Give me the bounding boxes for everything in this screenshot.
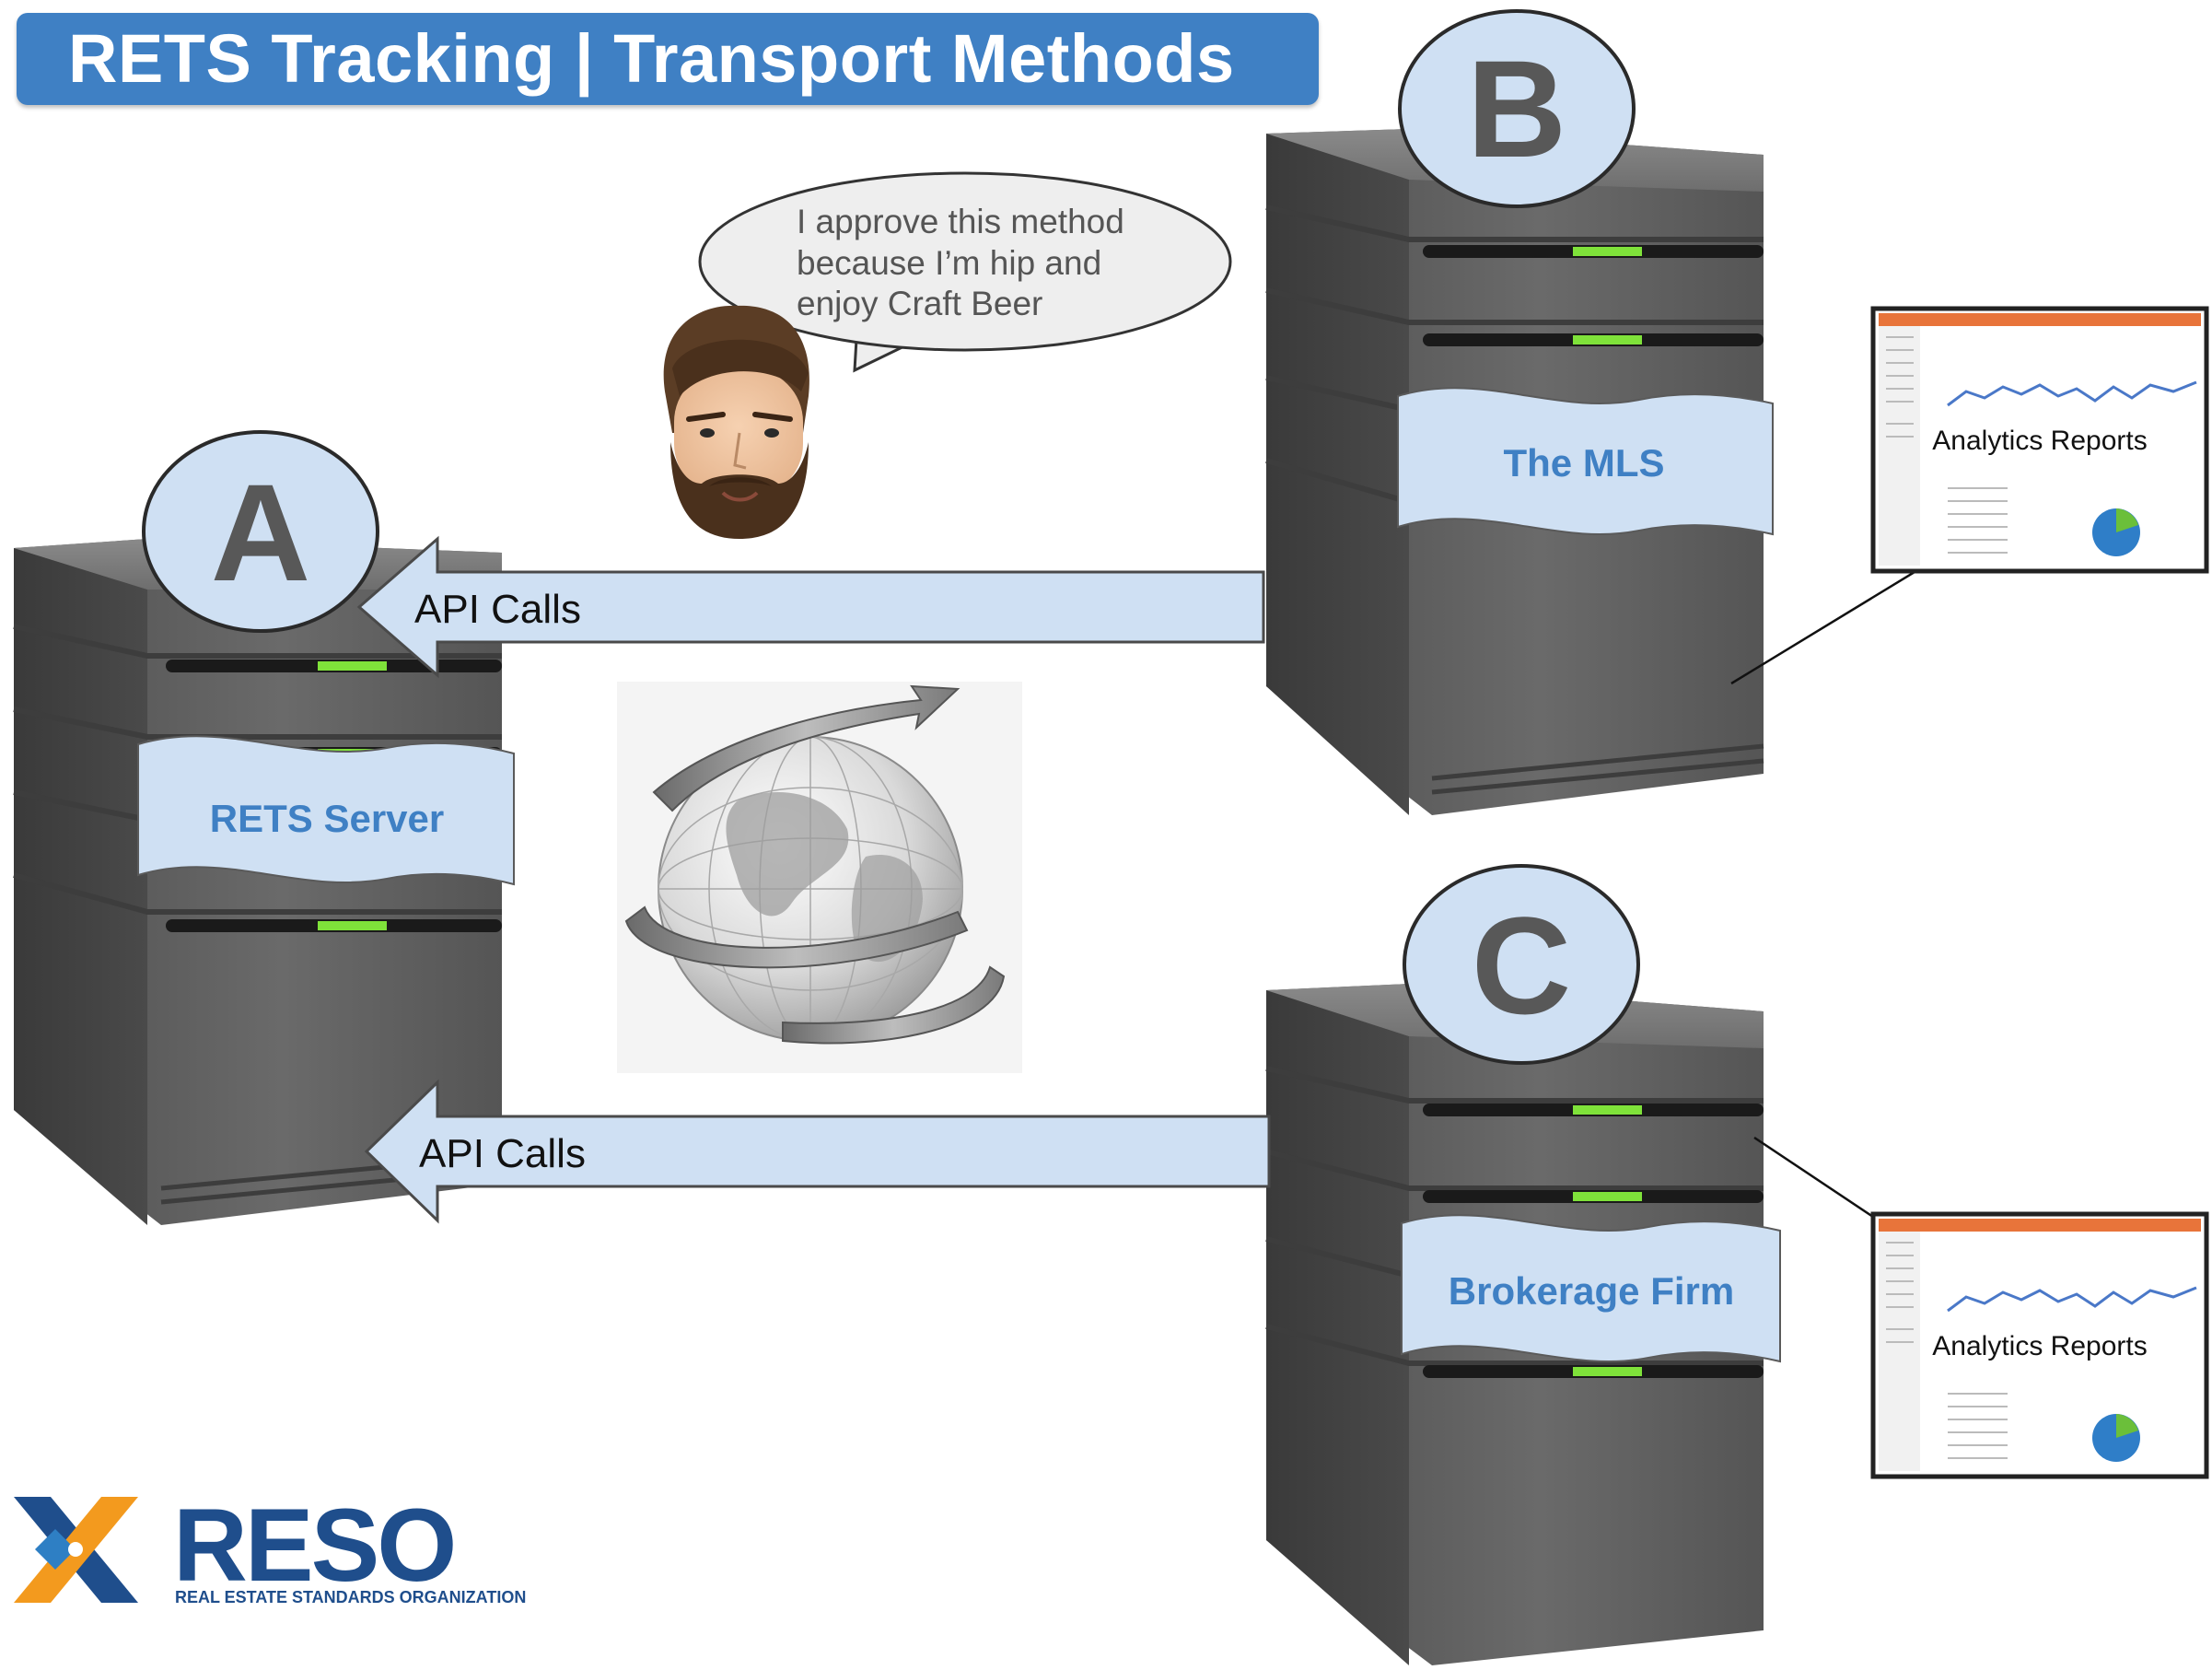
brokerage-firm-label: Brokerage Firm [1449,1269,1734,1313]
badge-b-letter: B [1467,31,1566,186]
speech-line-2: because I’m hip and [797,244,1101,282]
the-mls-banner: The MLS [1397,387,1774,536]
rets-server-label: RETS Server [210,797,444,840]
api-calls-label-top: API Calls [414,587,581,632]
speech-bubble-text: I approve this method because I’m hip an… [797,203,1134,322]
status-led [1573,1367,1642,1376]
speech-line-1: I approve this method [797,203,1124,240]
speech-bubble: I approve this method because I’m hip an… [698,171,1232,373]
analytics-report-bottom: Analytics Reports [1870,1211,2209,1479]
title-banner: RETS Tracking | Transport Methods [17,13,1319,105]
status-led [1573,1105,1642,1115]
api-calls-label-bottom: API Calls [419,1131,586,1176]
analytics-report-top: Analytics Reports [1870,306,2209,574]
badge-a: A [142,430,379,633]
status-led [318,661,387,671]
globe-icon [617,682,1022,1073]
reso-logo-tagline: REAL ESTATE STANDARDS ORGANIZATION [175,1588,526,1606]
rets-server-banner: RETS Server [137,735,515,886]
reso-logo-mark [14,1497,138,1603]
badge-c-letter: C [1472,888,1571,1043]
brokerage-firm-banner: Brokerage Firm [1401,1214,1781,1363]
speech-line-3: enjoy Craft Beer [797,285,1042,322]
status-led [1573,335,1642,345]
analytics-reports-label-bottom: Analytics Reports [1932,1331,2147,1361]
analytics-reports-label-top: Analytics Reports [1932,426,2147,456]
badge-a-letter: A [211,455,310,610]
the-mls-label: The MLS [1504,441,1665,485]
api-calls-arrow-top: API Calls [356,535,1265,679]
reso-logo-wordmark: RESO [173,1488,454,1603]
status-led [1573,1192,1642,1201]
status-led [1573,247,1642,256]
status-led [318,921,387,930]
page-title: RETS Tracking | Transport Methods [68,20,1235,97]
badge-b: B [1398,9,1636,208]
badge-c: C [1403,864,1640,1065]
bearded-man-avatar [663,305,809,539]
reso-logo: RESO REAL ESTATE STANDARDS ORGANIZATION [14,1488,526,1606]
api-calls-arrow-bottom: API Calls [364,1079,1271,1224]
